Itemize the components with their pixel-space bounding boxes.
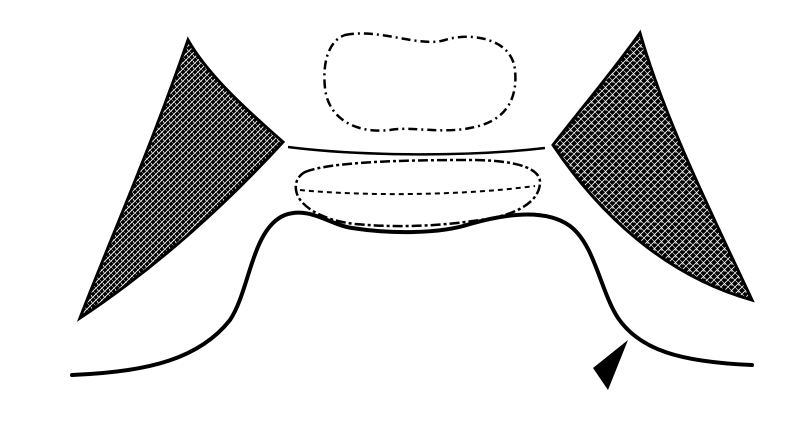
upper-dashed-outline: [323, 32, 517, 132]
right-hatched-region: [551, 29, 755, 303]
connecting-line: [287, 145, 546, 156]
arrowhead-marker: [593, 340, 628, 390]
left-hatched-region: [76, 36, 286, 322]
baseline-contour: [70, 210, 754, 377]
lower-dashed-midline: [299, 185, 536, 196]
